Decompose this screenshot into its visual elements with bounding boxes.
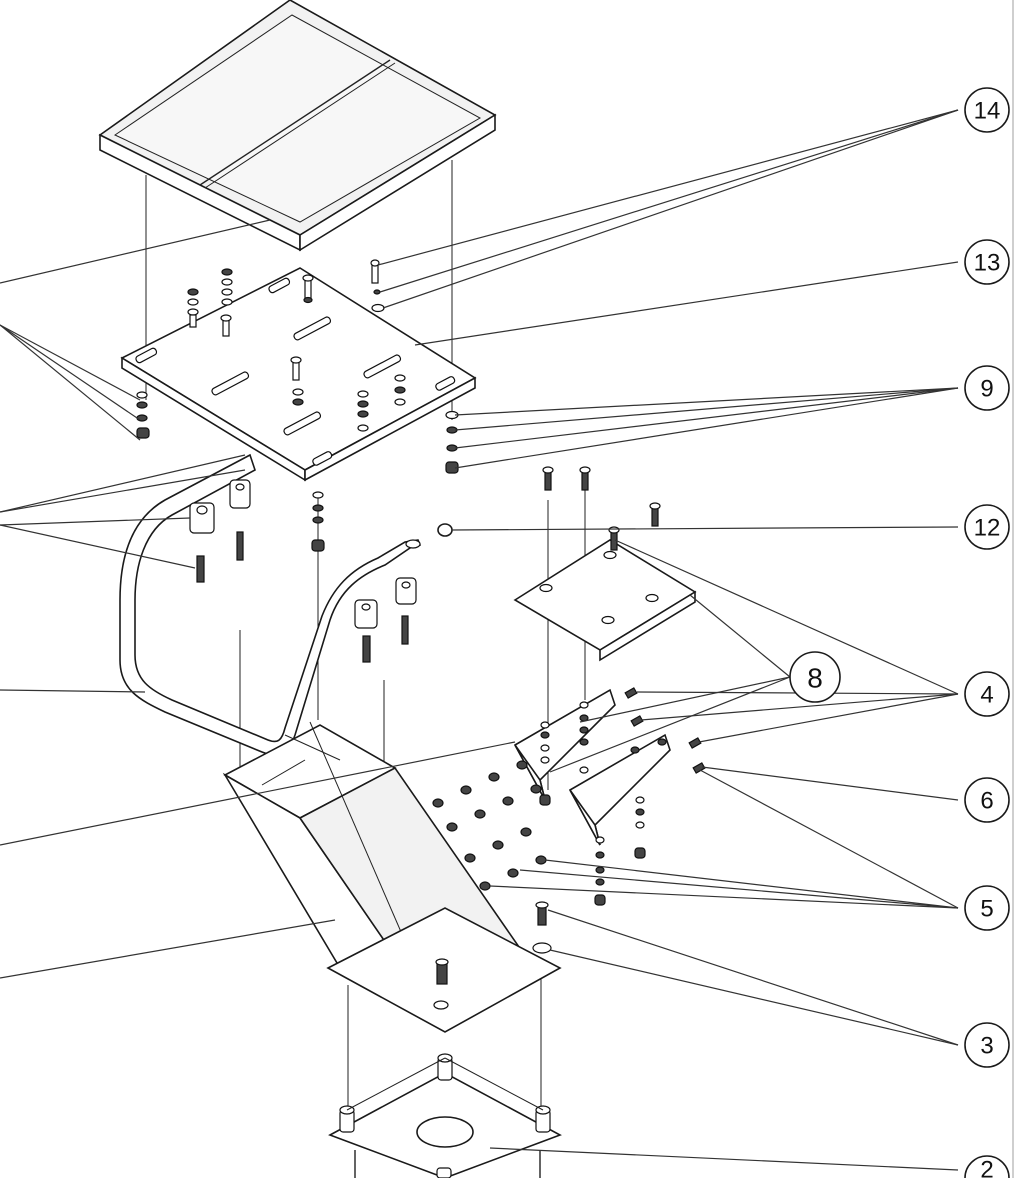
bracket-plate <box>513 466 697 662</box>
angled-mast <box>222 721 562 1033</box>
callout-2: 2 <box>964 1155 1010 1178</box>
callout-5: 5 <box>964 885 1010 931</box>
callout-3: 3 <box>964 1022 1010 1068</box>
base-connector-lines <box>346 1057 544 1111</box>
callout-8-label: 8 <box>807 663 823 694</box>
callout-3-label: 3 <box>980 1033 993 1060</box>
callout-9-label: 9 <box>980 376 993 403</box>
tubular-handle-frame <box>119 453 422 756</box>
callout-6: 6 <box>964 777 1010 823</box>
angle-brackets <box>513 688 671 846</box>
callout-12-label: 12 <box>974 515 1001 542</box>
fastener-rows <box>432 760 547 891</box>
handle-clamp-blocks <box>189 479 417 663</box>
callout-8: 8 <box>789 651 841 703</box>
callout-13-label: 13 <box>974 250 1001 277</box>
callout-4-label: 4 <box>980 682 993 709</box>
callout-14-label: 14 <box>974 98 1001 125</box>
callout-4: 4 <box>964 671 1010 717</box>
callout-2-label: 2 <box>980 1157 993 1178</box>
base-flange <box>328 1053 562 1178</box>
callout-5-label: 5 <box>980 896 993 923</box>
callout-9: 9 <box>964 365 1010 411</box>
callout-13: 13 <box>964 239 1010 285</box>
o-ring-washer <box>437 523 453 537</box>
leader-lines <box>0 109 959 1171</box>
callout-6-label: 6 <box>980 788 993 815</box>
bracket-fasteners <box>539 687 706 906</box>
solar-panel <box>98 0 497 252</box>
mast-plate-bolt <box>532 901 552 954</box>
callout-14: 14 <box>964 87 1010 133</box>
callout-12: 12 <box>964 504 1010 550</box>
